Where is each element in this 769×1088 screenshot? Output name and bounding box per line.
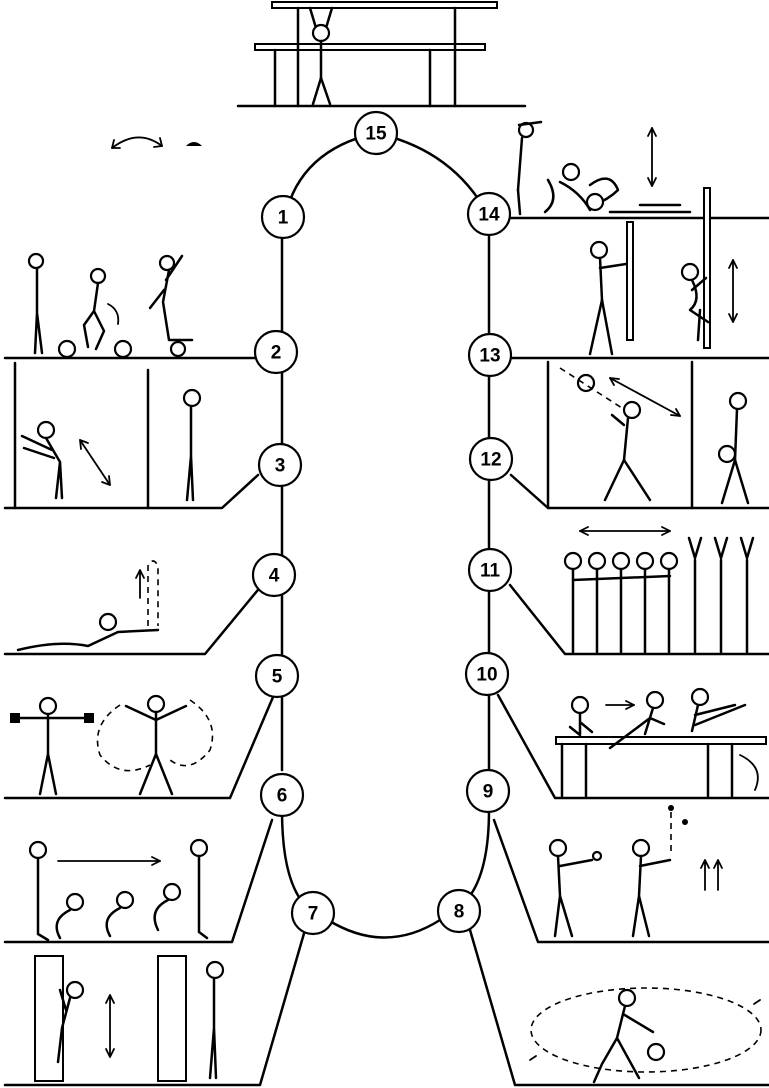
pullup-bar-illustration [236, 1, 527, 108]
station-8-label: 8 [454, 902, 465, 923]
wall-bars-illustration [34, 955, 225, 1082]
station-11-node: 11 [467, 547, 513, 593]
ball-toss-illustration [548, 805, 723, 938]
station-3-label: 3 [275, 456, 286, 477]
relay-group-illustration [563, 526, 755, 654]
station-9-node: 9 [465, 768, 511, 814]
station-15-node: 15 [353, 110, 399, 156]
station-8-node: 8 [436, 888, 482, 934]
wall-push-illustration [20, 388, 202, 502]
station-4-node: 4 [251, 552, 297, 598]
station-5-node: 5 [254, 653, 300, 699]
station-9-label: 9 [483, 782, 494, 803]
circuit-track [280, 131, 491, 939]
station-13-label: 13 [479, 346, 500, 367]
station-14-label: 14 [478, 205, 500, 226]
station-11-label: 11 [480, 561, 501, 582]
dribble-run-illustration [529, 987, 762, 1084]
station-13-node: 13 [467, 332, 513, 378]
station-3-node: 3 [257, 442, 303, 488]
station-5-label: 5 [272, 667, 283, 688]
station-6-label: 6 [277, 786, 288, 807]
station-14-node: 14 [466, 191, 512, 237]
ball-throw-illustration [559, 367, 750, 505]
station-2-node: 2 [253, 329, 299, 375]
station-10-node: 10 [464, 651, 510, 697]
bench-jump-illustration [555, 687, 767, 798]
squat-relay-illustration [28, 838, 209, 942]
station-1-label: 1 [278, 208, 289, 229]
station-1-node: 1 [260, 194, 306, 240]
right-panel-lines [468, 216, 769, 1087]
pole-climb-illustration [588, 187, 738, 356]
station-2-label: 2 [271, 343, 282, 364]
left-panel-lines [3, 356, 307, 1087]
floor-exercise-illustration [16, 560, 160, 652]
station-7-node: 7 [290, 890, 336, 936]
situps-illustration [516, 120, 692, 216]
dumbbell-illustration [10, 694, 214, 796]
roller-board-illustration [27, 252, 194, 359]
rotation-arrow-icon [111, 136, 202, 149]
station-7-label: 7 [308, 904, 319, 925]
station-4-label: 4 [269, 566, 280, 587]
station-15-label: 15 [365, 124, 387, 145]
station-10-label: 10 [476, 665, 497, 686]
station-12-label: 12 [480, 450, 501, 471]
station-6-node: 6 [259, 772, 305, 818]
station-12-node: 12 [468, 436, 514, 482]
